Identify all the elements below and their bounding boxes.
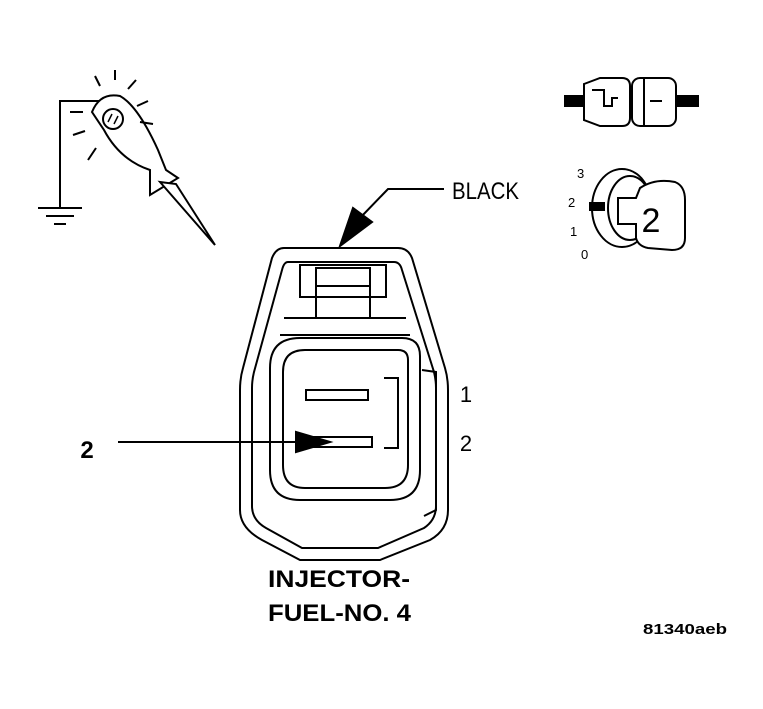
- callout-number: 2: [80, 437, 93, 464]
- injector-connector: [239, 247, 449, 561]
- pin-selector-value: 2: [642, 202, 661, 240]
- wire-color-label: BLACK: [452, 178, 519, 205]
- pin-2-label: 2: [460, 431, 472, 456]
- pin-selector-icon: [589, 168, 686, 252]
- scale-tick-2: 2: [568, 195, 575, 210]
- scale-tick-1: 1: [570, 224, 577, 239]
- pin-2-callout-arrow: [118, 430, 334, 454]
- connector-halves-icon: [564, 77, 699, 127]
- test-probe-icon: [38, 70, 216, 246]
- connector-title-line2: FUEL-NO. 4: [268, 600, 412, 627]
- connector-title-line1: INJECTOR-: [268, 566, 410, 593]
- pin-1-label: 1: [460, 382, 472, 407]
- scale-tick-0: 0: [581, 247, 588, 262]
- figure-id: 81340aeb: [643, 621, 727, 638]
- black-wire-leader: [338, 188, 444, 249]
- scale-tick-3: 3: [577, 166, 584, 181]
